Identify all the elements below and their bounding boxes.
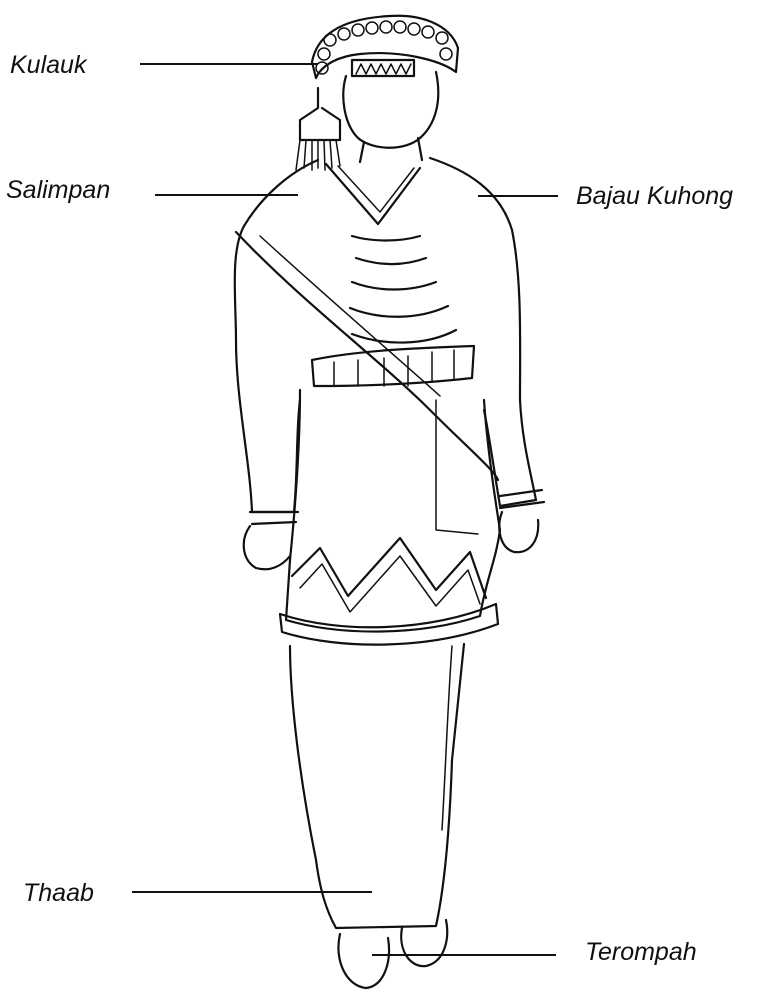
thaab-drawing xyxy=(290,644,464,928)
label-kulauk: Kulauk xyxy=(10,53,86,78)
label-salimpan: Salimpan xyxy=(6,178,110,203)
neck-outline xyxy=(360,138,422,162)
label-terompah: Terompah xyxy=(585,940,697,965)
label-thaab: Thaab xyxy=(23,881,94,906)
skirt-drawing xyxy=(280,390,500,645)
label-bajau-kuhong: Bajau Kuhong xyxy=(576,184,733,209)
head-outline xyxy=(343,72,438,148)
